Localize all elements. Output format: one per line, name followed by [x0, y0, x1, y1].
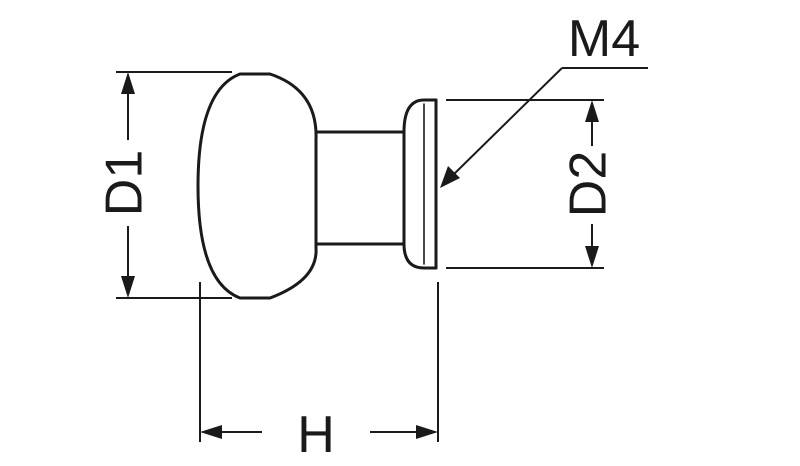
m4-label: M4	[568, 10, 640, 68]
h-arrow-right	[416, 425, 438, 439]
d1-arrow-top	[121, 72, 135, 94]
d1-label: D1	[96, 150, 154, 216]
m4-leader-arrow	[440, 166, 460, 188]
d1-arrow-bottom	[121, 276, 135, 298]
h-label: H	[297, 406, 335, 464]
d2-label: D2	[560, 151, 618, 217]
d2-arrow-top	[585, 100, 599, 122]
h-arrow-left	[200, 425, 222, 439]
knob-head-outline	[196, 72, 318, 300]
m4-leader-diagonal	[451, 67, 563, 177]
base-flange-outline	[402, 98, 438, 270]
d2-arrow-bottom	[585, 246, 599, 268]
